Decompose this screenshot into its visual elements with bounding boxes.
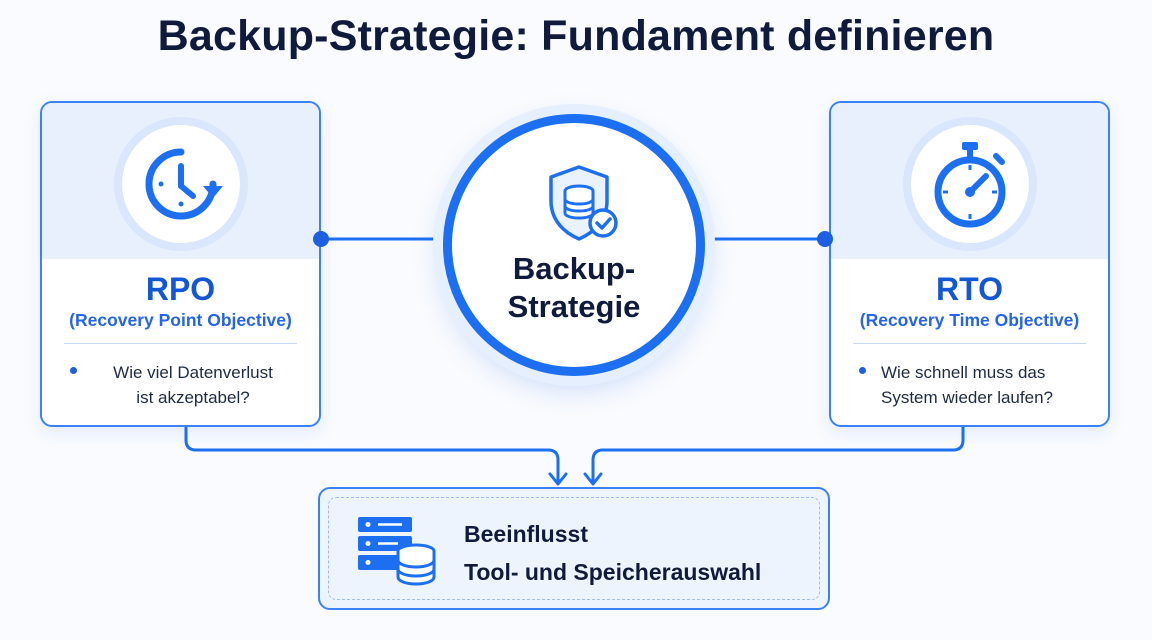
hub-label-line1: Backup- [512,251,636,286]
left-connector-dot [313,231,329,247]
rto-icon-disc [910,125,1029,243]
rto-divider [853,343,1086,344]
page-title: Backup-Strategie: Fundament definieren [157,12,995,60]
rpo-bullet-line2: ist akzeptabel? [136,388,250,407]
impact-box: Beeinflusst Tool- und Speicherauswahl [318,487,830,610]
rpo-bullet-text: Wie viel Datenverlust ist akzeptabel? [98,360,288,410]
hub-label-line2: Strategie [507,289,641,324]
rto-bullet-line1: Wie schnell muss das [881,363,1046,382]
rpo-bullet-dot [70,367,77,374]
shield-database-check-icon [549,165,618,241]
clock-rewind-icon [145,148,223,220]
left-flow-arrow [184,424,560,482]
rto-heading: RTO [936,271,1003,307]
backup-strategy-hub: Backup- Strategie [443,114,705,376]
rpo-divider [64,343,297,344]
rpo-icon-disc [121,125,240,243]
impact-line1: Beeinflusst [464,521,588,547]
server-database-icon [358,517,436,586]
right-flow-arrow [591,424,965,482]
rpo-bullet-line1: Wie viel Datenverlust [113,363,273,382]
right-connector-dot [817,231,833,247]
impact-box-dashed-border [328,497,820,600]
rto-bullet-dot [859,367,866,374]
stopwatch-icon [934,142,1005,228]
rpo-card: RPO (Recovery Point Objective) Wie viel … [40,101,321,427]
impact-line2: Tool- und Speicherauswahl [464,559,762,585]
rto-subheading: (Recovery Time Objective) [859,310,1080,330]
rto-card: RTO (Recovery Time Objective) Wie schnel… [829,101,1110,427]
rpo-heading: RPO [145,271,216,307]
rto-bullet-text: Wie schnell muss das System wieder laufe… [881,360,1061,410]
rto-bullet-line2: System wieder laufen? [881,388,1053,407]
rpo-subheading: (Recovery Point Objective) [69,310,292,330]
